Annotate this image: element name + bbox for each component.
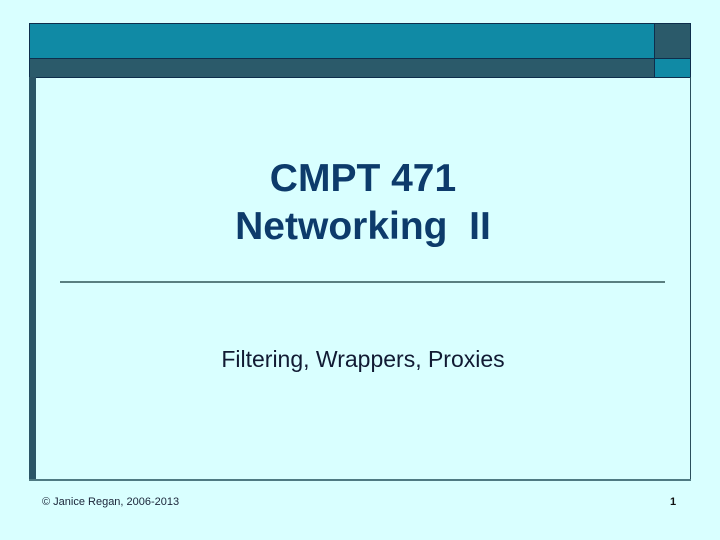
frame-right-border bbox=[690, 77, 691, 481]
title-divider bbox=[60, 281, 665, 283]
header-corner-dark bbox=[654, 23, 691, 59]
header-band-teal bbox=[29, 23, 655, 59]
footer-page-number: 1 bbox=[670, 496, 677, 508]
header-band-dark bbox=[29, 58, 655, 78]
title-line-2: Networking II bbox=[235, 205, 491, 248]
footer-copyright: © Janice Regan, 2006-2013 bbox=[42, 496, 180, 508]
slide-subtitle: Filtering, Wrappers, Proxies bbox=[221, 346, 505, 372]
frame-bottom-border bbox=[29, 479, 691, 481]
title-line-1: CMPT 471 bbox=[269, 157, 457, 200]
frame-left-bar bbox=[29, 77, 36, 481]
slide-title: CMPT 471 Networking II bbox=[36, 155, 690, 251]
header-corner-teal bbox=[654, 58, 691, 78]
